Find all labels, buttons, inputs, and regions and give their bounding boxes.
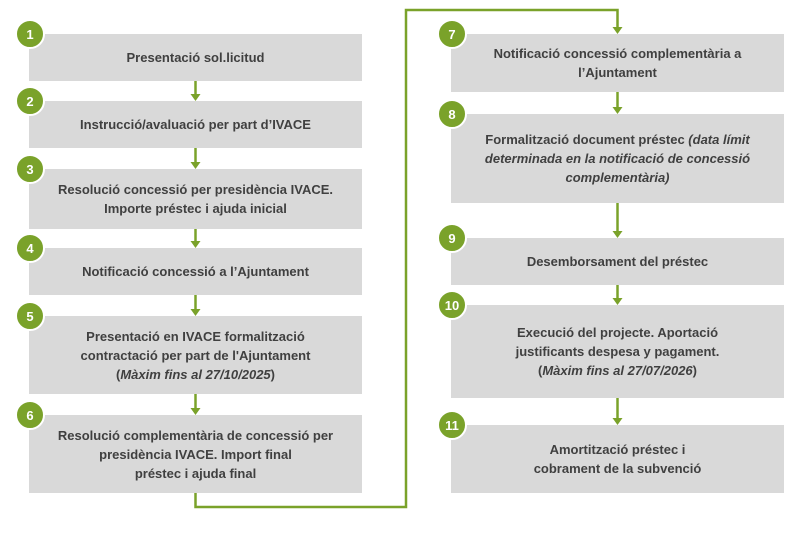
step-1-text-line: Presentació sol.licitud	[127, 48, 265, 67]
step-7-box: Notificació concessió complementària a l’…	[451, 34, 784, 92]
step-text-segment: determinada en la notificació de concess…	[484, 151, 751, 166]
step-6-text-line: préstec i ajuda final	[135, 464, 256, 483]
step-1-box: Presentació sol.licitud	[29, 34, 362, 81]
step-8-box: Formalització document préstec (data lím…	[451, 114, 784, 203]
step-5-number-badge: 5	[15, 301, 45, 331]
connector-step-6-to-7	[194, 8, 619, 509]
step-11-box: Amortització préstec i cobrament de la su…	[451, 425, 784, 493]
step-7-text-line: l’Ajuntament	[578, 63, 657, 82]
arrow-step-1-to-2-head	[190, 94, 201, 101]
step-9-number-badge: 9	[437, 223, 467, 253]
step-2-box: Instrucció/avaluació per part d’IVACE	[29, 101, 362, 148]
step-4-number-badge: 4	[15, 233, 45, 263]
step-text-segment: contractació per part de l'Ajuntament	[80, 347, 311, 363]
step-text-segment: (	[116, 366, 121, 382]
arrow-step-4-to-5-head	[190, 309, 201, 316]
step-text-segment: préstec i ajuda final	[134, 465, 257, 481]
step-6-text-line: Resolució complementària de concessió pe…	[58, 426, 333, 445]
step-8-text-line: complementària)	[565, 168, 669, 187]
step-text-segment: Desemborsament del préstec	[526, 254, 709, 269]
step-9-text-line: Desemborsament del préstec	[527, 252, 708, 271]
arrow-step-5-to-6-head	[190, 408, 201, 415]
step-text-segment: Instrucció/avaluació per part d’IVACE	[80, 117, 311, 132]
step-text-segment: Màxim fins al 27/07/2026	[542, 363, 693, 378]
step-3-number-badge: 3	[15, 154, 45, 184]
step-11-number-badge: 11	[437, 410, 467, 440]
step-text-segment: Presentació sol.licitud	[126, 50, 265, 65]
arrow-step-7-to-8-head	[612, 107, 623, 114]
step-text-segment: cobrament de la subvenció	[533, 461, 702, 476]
connector-step-6-to-7-head	[612, 27, 623, 34]
step-4-text-line: Notificació concessió a l’Ajuntament	[82, 262, 309, 281]
step-10-number-badge: 10	[437, 290, 467, 320]
arrow-step-10-to-11-head	[612, 418, 623, 425]
step-10-text-line: (Màxim fins al 27/07/2026)	[538, 361, 697, 380]
step-text-segment: (data límit	[688, 132, 750, 147]
step-text-segment: Presentació en IVACE formalització	[86, 328, 305, 344]
step-10-box: Execució del projecte. Aportació justific…	[451, 305, 784, 398]
arrow-step-2-to-3-head	[190, 162, 201, 169]
step-3-text-line: Resolució concessió per presidència IVAC…	[58, 180, 333, 199]
arrow-step-8-to-9-head	[612, 231, 623, 238]
step-6-number-badge: 6	[15, 400, 45, 430]
step-11-text-line: Amortització préstec i	[550, 440, 686, 459]
step-4-box: Notificació concessió a l’Ajuntament	[29, 248, 362, 295]
step-3-text-line: Importe préstec i ajuda inicial	[104, 199, 287, 218]
step-text-segment: Notificació concessió complementària a	[493, 46, 742, 61]
step-3-box: Resolució concessió per presidència IVAC…	[29, 169, 362, 229]
step-8-text-line: Formalització document préstec (data lím…	[485, 130, 749, 149]
step-text-segment: Màxim fins al 27/10/2025	[120, 366, 271, 382]
step-text-segment: l’Ajuntament	[578, 65, 657, 80]
step-text-segment: )	[692, 363, 697, 378]
step-text-segment: )	[270, 366, 275, 382]
step-5-text-line: Presentació en IVACE formalització	[86, 327, 305, 346]
arrow-step-9-to-10-head	[612, 298, 623, 305]
step-7-text-line: Notificació concessió complementària a	[494, 44, 742, 63]
step-text-segment: Execució del projecte. Aportació	[516, 325, 719, 340]
step-text-segment: complementària)	[565, 170, 670, 185]
step-8-text-line: determinada en la notificació de concess…	[485, 149, 750, 168]
step-text-segment: Amortització préstec i	[549, 442, 686, 457]
step-7-number-badge: 7	[437, 19, 467, 49]
step-2-number-badge: 2	[15, 86, 45, 116]
step-6-box: Resolució complementària de concessió pe…	[29, 415, 362, 493]
arrow-step-3-to-4-head	[190, 241, 201, 248]
step-8-number-badge: 8	[437, 99, 467, 129]
step-text-segment: presidència IVACE. Import final	[99, 446, 292, 462]
step-5-box: Presentació en IVACE formalització contra…	[29, 316, 362, 394]
step-10-text-line: Execució del projecte. Aportació	[517, 323, 718, 342]
step-text-segment: Formalització document préstec	[485, 132, 689, 147]
step-5-text-line: contractació per part de l'Ajuntament	[81, 346, 311, 365]
step-text-segment: Resolució complementària de concessió pe…	[57, 427, 334, 443]
step-text-segment: (	[538, 363, 543, 378]
step-text-segment: Resolució concessió per presidència IVAC…	[57, 182, 334, 197]
step-text-segment: Importe préstec i ajuda inicial	[104, 201, 287, 216]
step-11-text-line: cobrament de la subvenció	[534, 459, 702, 478]
step-text-segment: Notificació concessió a l’Ajuntament	[82, 264, 309, 279]
step-text-segment: justificants despesa y pagament.	[515, 344, 720, 359]
step-1-number-badge: 1	[15, 19, 45, 49]
step-10-text-line: justificants despesa y pagament.	[516, 342, 720, 361]
step-9-box: Desemborsament del préstec	[451, 238, 784, 285]
step-6-text-line: presidència IVACE. Import final	[99, 445, 292, 464]
step-2-text-line: Instrucció/avaluació per part d’IVACE	[80, 115, 311, 134]
step-5-text-line: (Màxim fins al 27/10/2025)	[116, 365, 275, 384]
